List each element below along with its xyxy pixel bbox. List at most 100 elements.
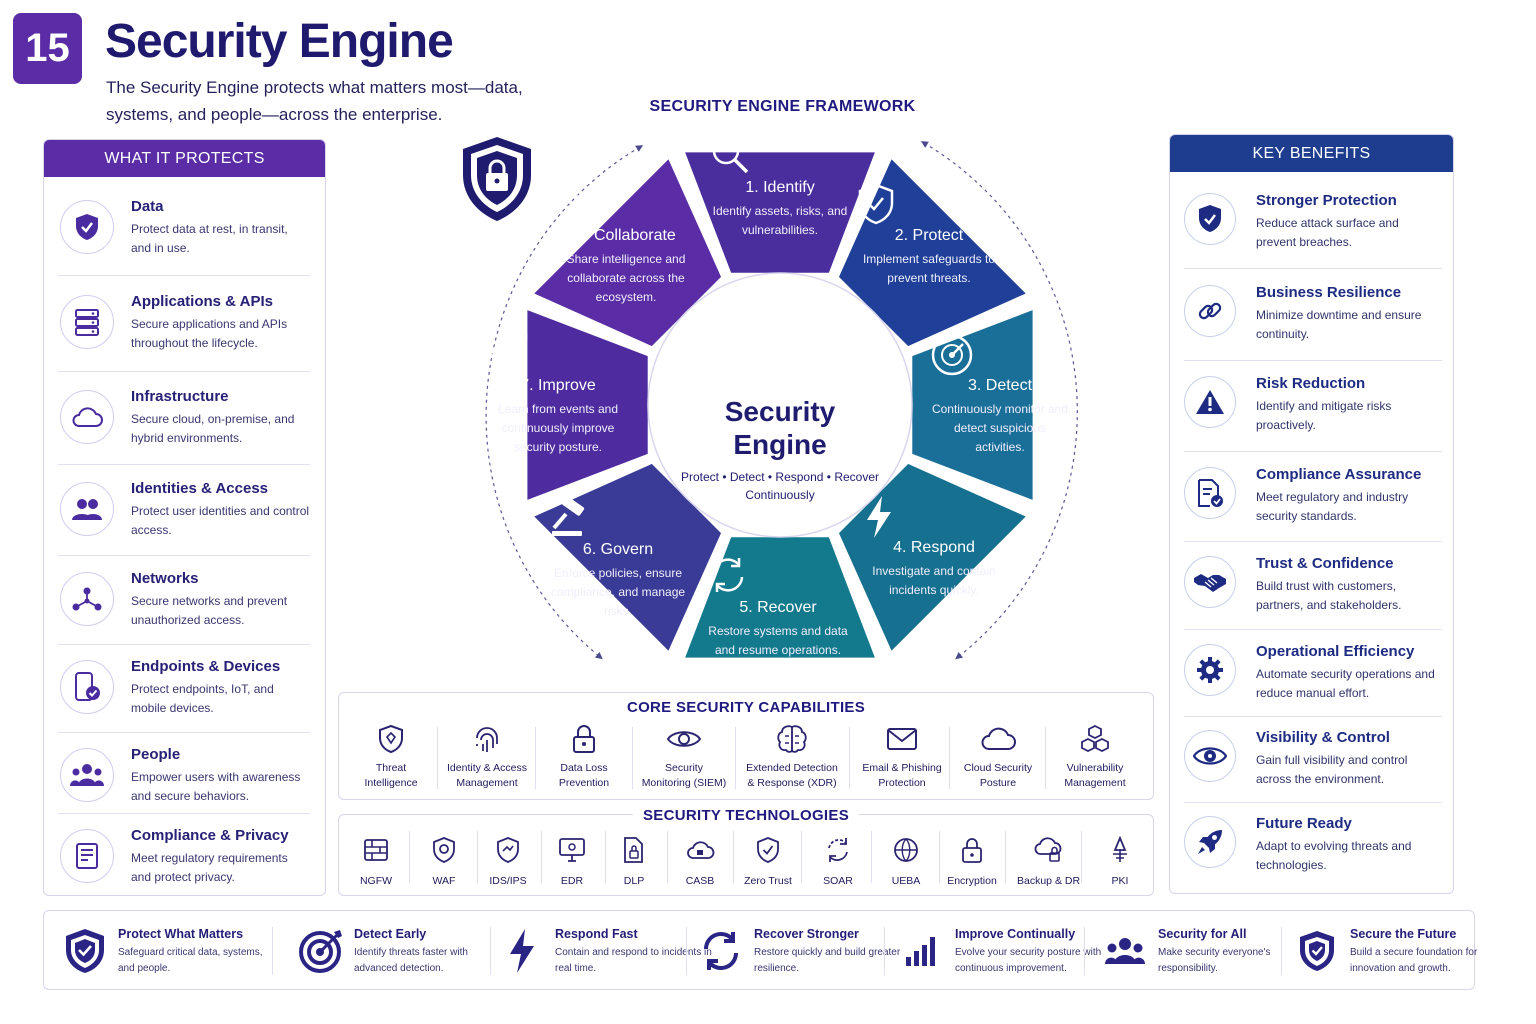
- user-globe-icon: [875, 835, 937, 865]
- segment-desc: Investigate and contain incidents quickl…: [872, 564, 996, 597]
- divider: [884, 927, 885, 975]
- protect-item-title: Data: [131, 198, 164, 215]
- divider: [58, 644, 310, 645]
- fingerprint-icon: [439, 723, 535, 755]
- segment-identify: 1. Identify Identify assets, risks, and …: [710, 135, 850, 240]
- divider: [939, 831, 940, 883]
- segment-wedge-respond: [835, 460, 1030, 655]
- technology-pki: PKI: [1089, 835, 1151, 887]
- cloud-icon: [60, 390, 114, 444]
- framework-wheel: Security Engine Protect • Detect • Respo…: [460, 135, 1100, 695]
- segment-title: 4. Respond: [893, 539, 975, 556]
- divider: [1184, 629, 1442, 630]
- divider: [632, 727, 633, 789]
- segment-wedge-protect: [835, 155, 1030, 350]
- mobile-check-icon: [60, 660, 114, 714]
- benefit-title: Compliance Assurance: [1256, 466, 1422, 483]
- what-it-protects-heading: WHAT IT PROTECTS: [44, 140, 325, 177]
- cubes-icon: [1047, 723, 1143, 755]
- value-title: Secure the Future: [1350, 927, 1457, 941]
- benefit-title: Visibility & Control: [1256, 729, 1390, 746]
- segment-improve: 7. Improve Learn from events and continu…: [488, 333, 628, 457]
- value-desc: Identify threats faster with advanced de…: [354, 947, 468, 974]
- document-icon: [60, 829, 114, 883]
- divider: [733, 831, 734, 883]
- what-it-protects-panel: WHAT IT PROTECTS Data Protect data at re…: [43, 139, 326, 896]
- divider: [605, 831, 606, 883]
- segment-title: 7. Improve: [520, 377, 596, 394]
- technology-label: Backup & DR: [1017, 875, 1081, 887]
- divider: [1084, 927, 1085, 975]
- divider: [58, 464, 310, 465]
- page-title: Security Engine: [105, 15, 454, 68]
- benefit-title: Stronger Protection: [1256, 192, 1397, 209]
- value-title: Improve Continually: [955, 927, 1076, 941]
- divider: [58, 371, 310, 372]
- technology-waf: WAF: [413, 835, 475, 887]
- target-icon: [298, 927, 344, 975]
- segment-respond: 4. Respond Investigate and contain incid…: [864, 495, 1004, 600]
- value-title: Respond Fast: [555, 927, 638, 941]
- value-desc: Make security everyone's responsibility.: [1158, 947, 1271, 974]
- benefit-desc: Adapt to evolving threats and technologi…: [1256, 839, 1412, 872]
- divider: [1045, 727, 1046, 789]
- center-circle: [647, 272, 913, 538]
- technology-label: IDS/IPS: [489, 875, 527, 887]
- segment-desc: Share intelligence and collaborate acros…: [566, 252, 686, 304]
- shield-icon: [343, 723, 439, 755]
- technology-edr: EDR: [541, 835, 603, 887]
- protect-item-desc: Empower users with awareness and secure …: [131, 770, 301, 803]
- segment-detect: 3. Detect Continuously monitor and detec…: [930, 333, 1070, 457]
- capability-label: Extended Detection& Response (XDR): [746, 762, 838, 789]
- server-icon: [60, 295, 114, 349]
- shield-check-icon: [62, 927, 108, 975]
- segment-govern: 6. Govern Enforce policies, ensure compl…: [548, 497, 688, 621]
- shield-gear-icon: [413, 835, 475, 865]
- divider: [1184, 802, 1442, 803]
- security-technologies-heading: SECURITY TECHNOLOGIES: [339, 807, 1153, 824]
- benefit-desc: Gain full visibility and control across …: [1256, 753, 1408, 786]
- technology-label: EDR: [560, 875, 584, 887]
- center-subtitle: Protect • Detect • Respond • Recover Con…: [670, 468, 890, 504]
- protect-item-desc: Secure networks and prevent unauthorized…: [131, 594, 288, 627]
- segment-title: 8. Collaborate: [576, 227, 676, 244]
- benefit-desc: Identify and mitigate risks proactively.: [1256, 399, 1392, 432]
- shield-check-icon: [1184, 193, 1236, 245]
- warning-icon: [1184, 376, 1236, 428]
- protect-item-title: Identities & Access: [131, 480, 268, 497]
- cloud-lock-icon: [669, 835, 731, 865]
- divider: [535, 727, 536, 789]
- value-title: Protect What Matters: [118, 927, 244, 941]
- technology-label: WAF: [432, 875, 456, 887]
- core-capabilities-heading: CORE SECURITY CAPABILITIES: [626, 699, 866, 716]
- protect-item-title: Applications & APIs: [131, 293, 273, 310]
- value-desc: Build a secure foundation for innovation…: [1350, 947, 1478, 974]
- framework-heading: SECURITY ENGINE FRAMEWORK: [649, 98, 916, 115]
- cloud-icon: [950, 723, 1046, 755]
- protect-item-title: People: [131, 746, 181, 763]
- link-icon: [1184, 285, 1236, 337]
- lock-icon: [536, 723, 632, 755]
- protect-item-title: Networks: [131, 570, 199, 587]
- divider: [735, 727, 736, 789]
- eye-icon: [1184, 730, 1236, 782]
- value-improve-continually: Improve Continually Evolve your security…: [899, 925, 1119, 977]
- technology-label: SOAR: [823, 875, 853, 887]
- center-subtitle-line-1: Protect • Detect • Respond • Recover: [680, 470, 880, 484]
- center-title: Security Engine: [690, 395, 870, 461]
- key-benefits-heading: KEY BENEFITS: [1170, 135, 1453, 172]
- protect-item-desc: Secure applications and APIs throughout …: [131, 317, 288, 350]
- divider: [1005, 831, 1006, 883]
- protect-item-title: Infrastructure: [131, 388, 229, 405]
- divider: [1184, 451, 1442, 452]
- magnifier-icon: [710, 135, 850, 175]
